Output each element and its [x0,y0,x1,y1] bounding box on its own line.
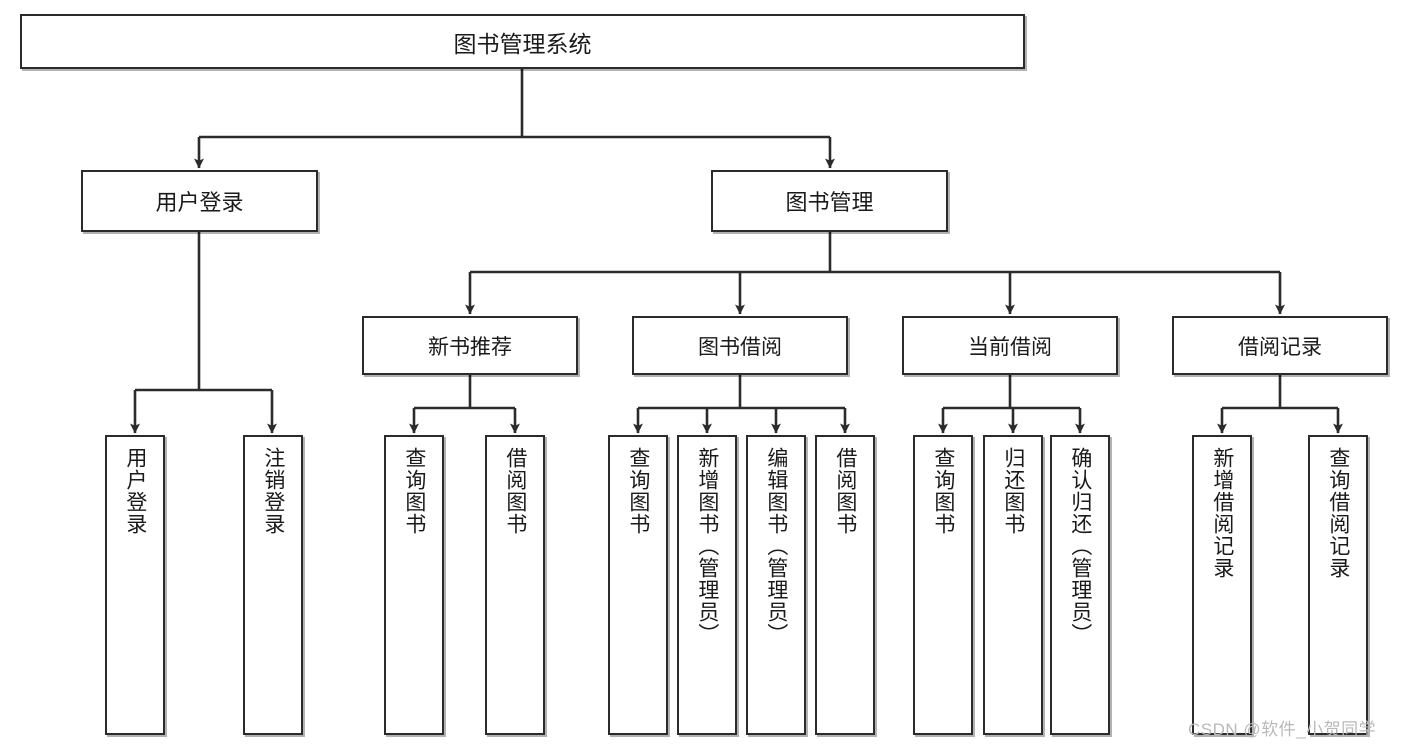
node-leaf-add-book[interactable]: 新增图书（管理员） [677,435,737,735]
node-label: 借阅记录 [1238,335,1322,359]
node-leaf-confirm-return[interactable]: 确认归还（管理员） [1050,435,1110,735]
node-borrow-record[interactable]: 借阅记录 [1172,316,1388,375]
node-book-manage[interactable]: 图书管理 [711,170,948,232]
node-label: 归还图书 [1001,447,1025,535]
node-label: 编辑图书（管理员） [764,447,788,645]
node-leaf-query-book-cur[interactable]: 查询图书 [913,435,973,735]
node-label: 图书借阅 [698,335,782,359]
node-label: 借阅图书 [503,447,527,535]
node-label: 图书管理 [785,190,874,215]
node-label: 查询图书 [402,447,426,535]
node-leaf-user-login[interactable]: 用户登录 [105,435,165,735]
node-book-borrow[interactable]: 图书借阅 [632,316,848,375]
node-label: 新增图书（管理员） [695,447,719,645]
node-label: 注销登录 [261,447,285,535]
watermark-text: CSDN @软件_小贺同学 [1188,720,1377,739]
node-new-book-rec[interactable]: 新书推荐 [362,316,578,375]
node-label: 借阅图书 [833,447,857,535]
node-label: 用户登录 [155,190,244,215]
node-label: 图书管理系统 [453,30,592,57]
node-label: 当前借阅 [968,335,1052,359]
node-leaf-query-record[interactable]: 查询借阅记录 [1308,435,1368,735]
node-leaf-add-record[interactable]: 新增借阅记录 [1192,435,1252,735]
node-leaf-borrow-book-rec[interactable]: 借阅图书 [485,435,545,735]
node-label: 查询图书 [626,447,650,535]
node-leaf-edit-book[interactable]: 编辑图书（管理员） [746,435,806,735]
node-label: 新增借阅记录 [1210,447,1234,579]
node-label: 查询借阅记录 [1326,447,1350,579]
node-leaf-borrow-book[interactable]: 借阅图书 [815,435,875,735]
node-leaf-return-book[interactable]: 归还图书 [983,435,1043,735]
node-label: 用户登录 [123,447,147,535]
node-current-borrow[interactable]: 当前借阅 [902,316,1118,375]
node-label: 新书推荐 [428,335,512,359]
node-root[interactable]: 图书管理系统 [20,14,1025,69]
node-leaf-query-book-borrow[interactable]: 查询图书 [608,435,668,735]
node-leaf-query-book-rec[interactable]: 查询图书 [384,435,444,735]
node-label: 查询图书 [931,447,955,535]
node-user-login[interactable]: 用户登录 [81,170,318,232]
node-leaf-user-logout[interactable]: 注销登录 [243,435,303,735]
node-label: 确认归还（管理员） [1068,447,1092,645]
